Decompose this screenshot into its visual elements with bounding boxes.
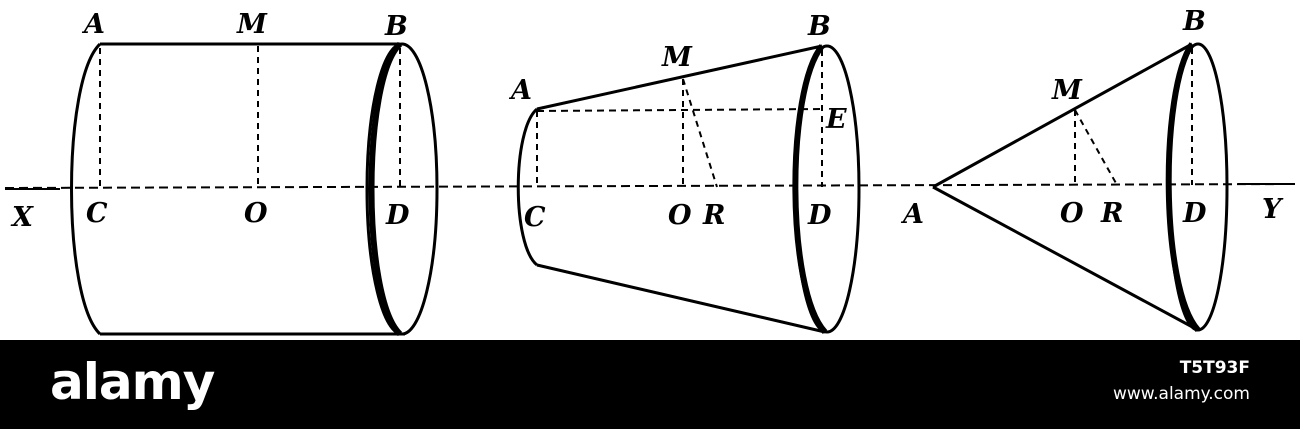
frustum-label-D: D [807, 200, 832, 231]
frustum-label-E: E [825, 104, 847, 135]
cylinder-label-D: D [385, 200, 410, 231]
cone-dashed-MR [1074, 109, 1118, 186]
cone-label-O: O [1060, 198, 1084, 229]
frustum-label-M: M [661, 42, 693, 73]
cone-label-B: B [1182, 6, 1206, 37]
solids-of-revolution-diagram: A M B C O D A M B E C O R D [4, 6, 1296, 337]
cylinder-label-O: O [244, 198, 268, 229]
image-id: T5T93F [1179, 358, 1250, 378]
cone-top-edge [932, 42, 1193, 189]
watermark-banner: alamy T5T93F www.alamy.com [0, 340, 1300, 429]
frustum-label-R: R [702, 200, 725, 231]
cone-label-R: R [1100, 198, 1123, 229]
cone-label-D: D [1182, 198, 1207, 229]
frustum-dashed-AE [536, 108, 823, 112]
site-url: www.alamy.com [1112, 384, 1250, 404]
frustum-base-front-arc [792, 44, 828, 335]
cone-label-M: M [1051, 75, 1083, 106]
frustum-label-A: A [508, 75, 532, 106]
cylinder-base-front-arc [368, 41, 403, 337]
axis-label-Y: Y [1262, 194, 1284, 225]
axis-line [4, 183, 1296, 189]
cone: M B A O R D [900, 6, 1229, 333]
frustum-top-edge [536, 44, 823, 111]
frustum-label-O: O [668, 200, 692, 231]
frustum-bottom-edge [536, 263, 826, 334]
frustum-small-end-curve [516, 107, 539, 267]
cone-label-A: A [900, 199, 924, 230]
frustum: A M B E C O R D [508, 11, 861, 335]
cylinder-base-ellipse [365, 42, 439, 336]
cone-base-front-arc [1165, 42, 1201, 333]
cylinder-label-M: M [236, 9, 268, 40]
cylinder-label-A: A [81, 9, 105, 40]
axis-label-X: X [10, 202, 34, 233]
frustum-label-B: B [807, 11, 831, 42]
cylinder: A M B C O D [70, 9, 439, 337]
cone-bottom-edge [932, 185, 1199, 332]
cylinder-left-curve [70, 42, 102, 336]
brand-logo: alamy [50, 353, 215, 411]
frustum-label-C: C [524, 202, 546, 233]
frustum-dashed-MR [682, 78, 718, 188]
cylinder-label-C: C [86, 198, 108, 229]
cylinder-label-B: B [384, 11, 408, 42]
